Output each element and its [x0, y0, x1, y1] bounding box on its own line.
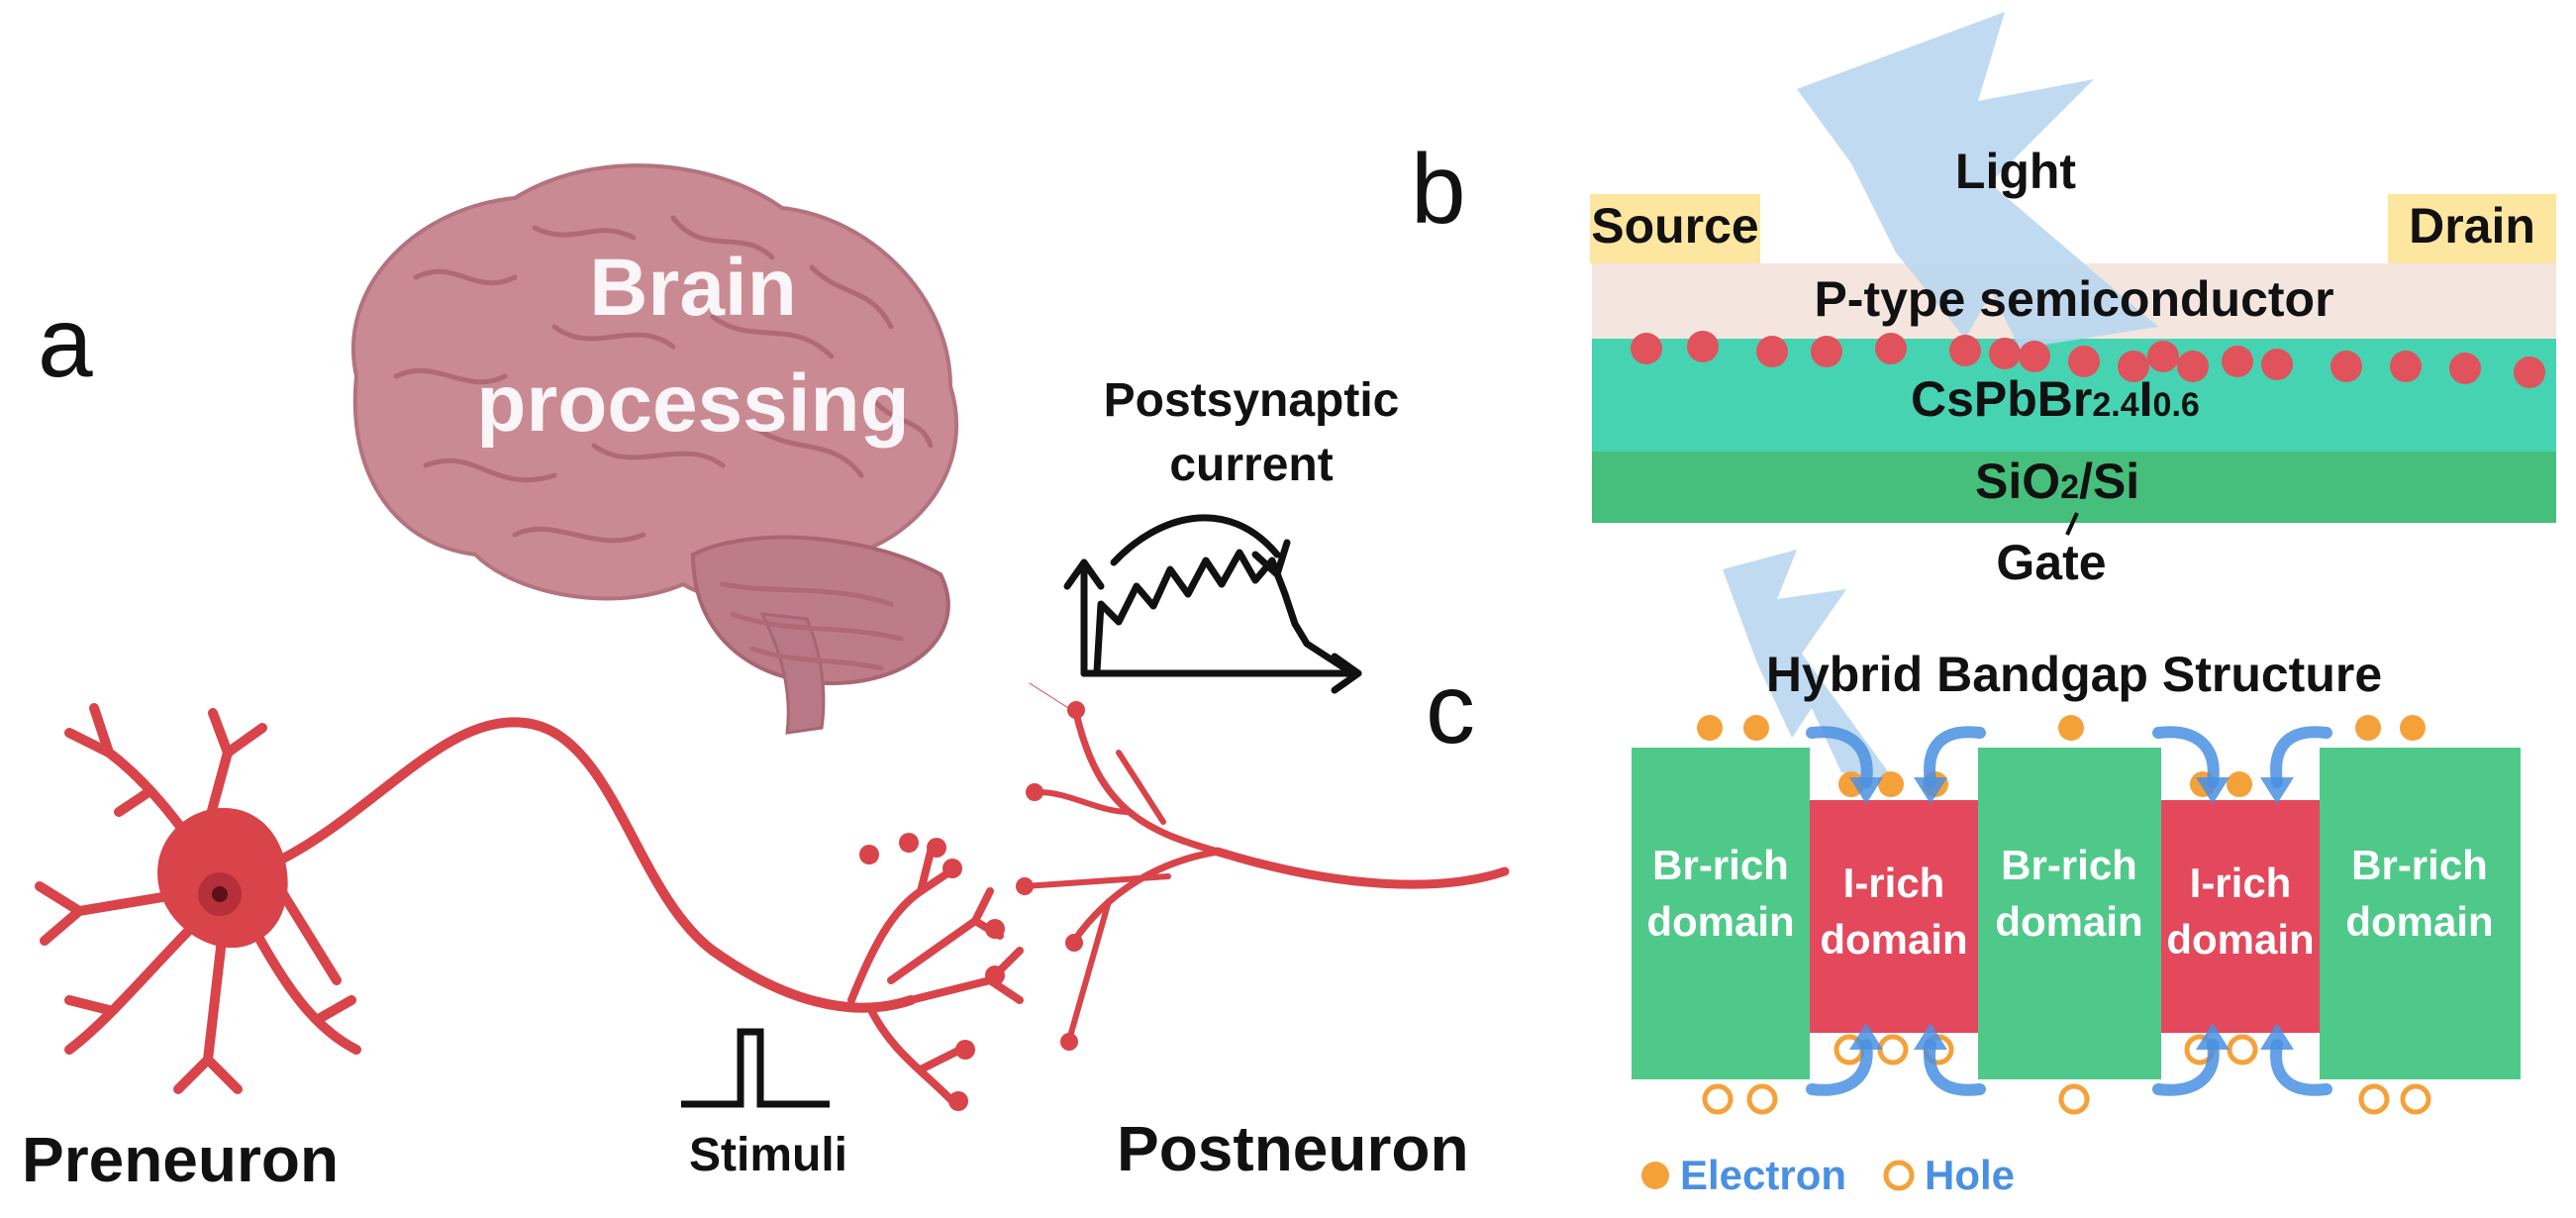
i-domain-1 — [1810, 800, 1978, 1033]
preneuron-label: Preneuron — [22, 1124, 339, 1195]
br-domain-1-line2: domain — [1646, 898, 1794, 945]
transfer-arrows — [1806, 726, 2332, 1096]
perovskite-main: CsPbBr — [1911, 371, 2092, 427]
substrate-label: SiO2/Si — [1975, 454, 2139, 509]
perovskite-sub2: 0.6 — [2153, 386, 2200, 424]
panel-a-label: a — [38, 287, 93, 398]
brain-label-line1: Brain — [589, 243, 797, 333]
preneuron-illustration — [35, 703, 1024, 1103]
lightning-icon — [1797, 12, 2158, 349]
substrate-layer — [1592, 452, 2556, 523]
substrate-main: SiO — [1975, 454, 2060, 509]
preneuron-nucleolus — [212, 886, 228, 902]
psc-plot-icon — [1063, 514, 1362, 694]
i-domain-1-line2: domain — [1820, 916, 1967, 963]
br-domain-3-line1: Br-rich — [2351, 842, 2488, 888]
p-type-label: P-type semiconductor — [1814, 271, 2333, 327]
legend-electron-label: Electron — [1680, 1152, 1846, 1198]
legend-hole-marker — [1883, 1160, 1915, 1191]
brain-label-line2: processing — [476, 358, 909, 449]
light-label: Light — [1955, 144, 2077, 199]
psc-label-line1: Postsynaptic — [1104, 374, 1400, 427]
i-domain-2 — [2161, 800, 2320, 1033]
gate-leader-line — [2065, 512, 2079, 536]
br-domain-1 — [1632, 748, 1810, 1079]
psc-label-line2: current — [1169, 439, 1333, 491]
perovskite-label: CsPbBr2.4I0.6 — [1911, 371, 2200, 427]
panel-c-label: c — [1426, 654, 1475, 764]
interface-dots — [1631, 331, 2545, 388]
transfer-arrowheads — [1849, 777, 2294, 1050]
legend-electron-marker — [1641, 1162, 1669, 1189]
postneuron-terminals — [1016, 701, 1085, 1051]
perovskite-sub1: 2.4 — [2092, 386, 2138, 424]
bandgap-title: Hybrid Bandgap Structure — [1766, 647, 2382, 702]
i-domain-1-line1: I-rich — [1843, 860, 1945, 906]
hole-dots — [1702, 1034, 2431, 1115]
br-domain-2-line2: domain — [1995, 898, 2142, 945]
source-electrode — [1590, 194, 1760, 263]
substrate-tail: /Si — [2079, 454, 2139, 509]
postneuron-illustration — [1022, 682, 1510, 1043]
drain-electrode — [2388, 194, 2556, 263]
lightning-icon-c — [1723, 550, 1896, 782]
br-domain-2-line1: Br-rich — [2001, 842, 2137, 888]
stimuli-pulse-icon — [681, 1028, 830, 1108]
br-domain-3-line2: domain — [2345, 898, 2493, 945]
br-domain-3 — [2320, 748, 2521, 1079]
i-domain-2-line1: I-rich — [2190, 860, 2292, 906]
panel-b-label: b — [1411, 134, 1466, 245]
br-domain-1-line1: Br-rich — [1652, 842, 1789, 888]
substrate-sub: 2 — [2060, 468, 2079, 506]
source-label: Source — [1591, 198, 1759, 254]
axon-terminals — [859, 833, 1005, 1111]
brain-illustration: Brain processing — [350, 163, 959, 735]
drain-label: Drain — [2409, 198, 2535, 254]
postneuron-label: Postneuron — [1117, 1113, 1469, 1184]
i-domain-2-line2: domain — [2166, 916, 2314, 963]
gate-label: Gate — [1996, 535, 2106, 590]
legend-hole-label: Hole — [1925, 1152, 2015, 1198]
br-domain-2 — [1978, 748, 2161, 1079]
stimuli-label: Stimuli — [689, 1129, 847, 1181]
perovskite-mid: I — [2139, 371, 2153, 427]
